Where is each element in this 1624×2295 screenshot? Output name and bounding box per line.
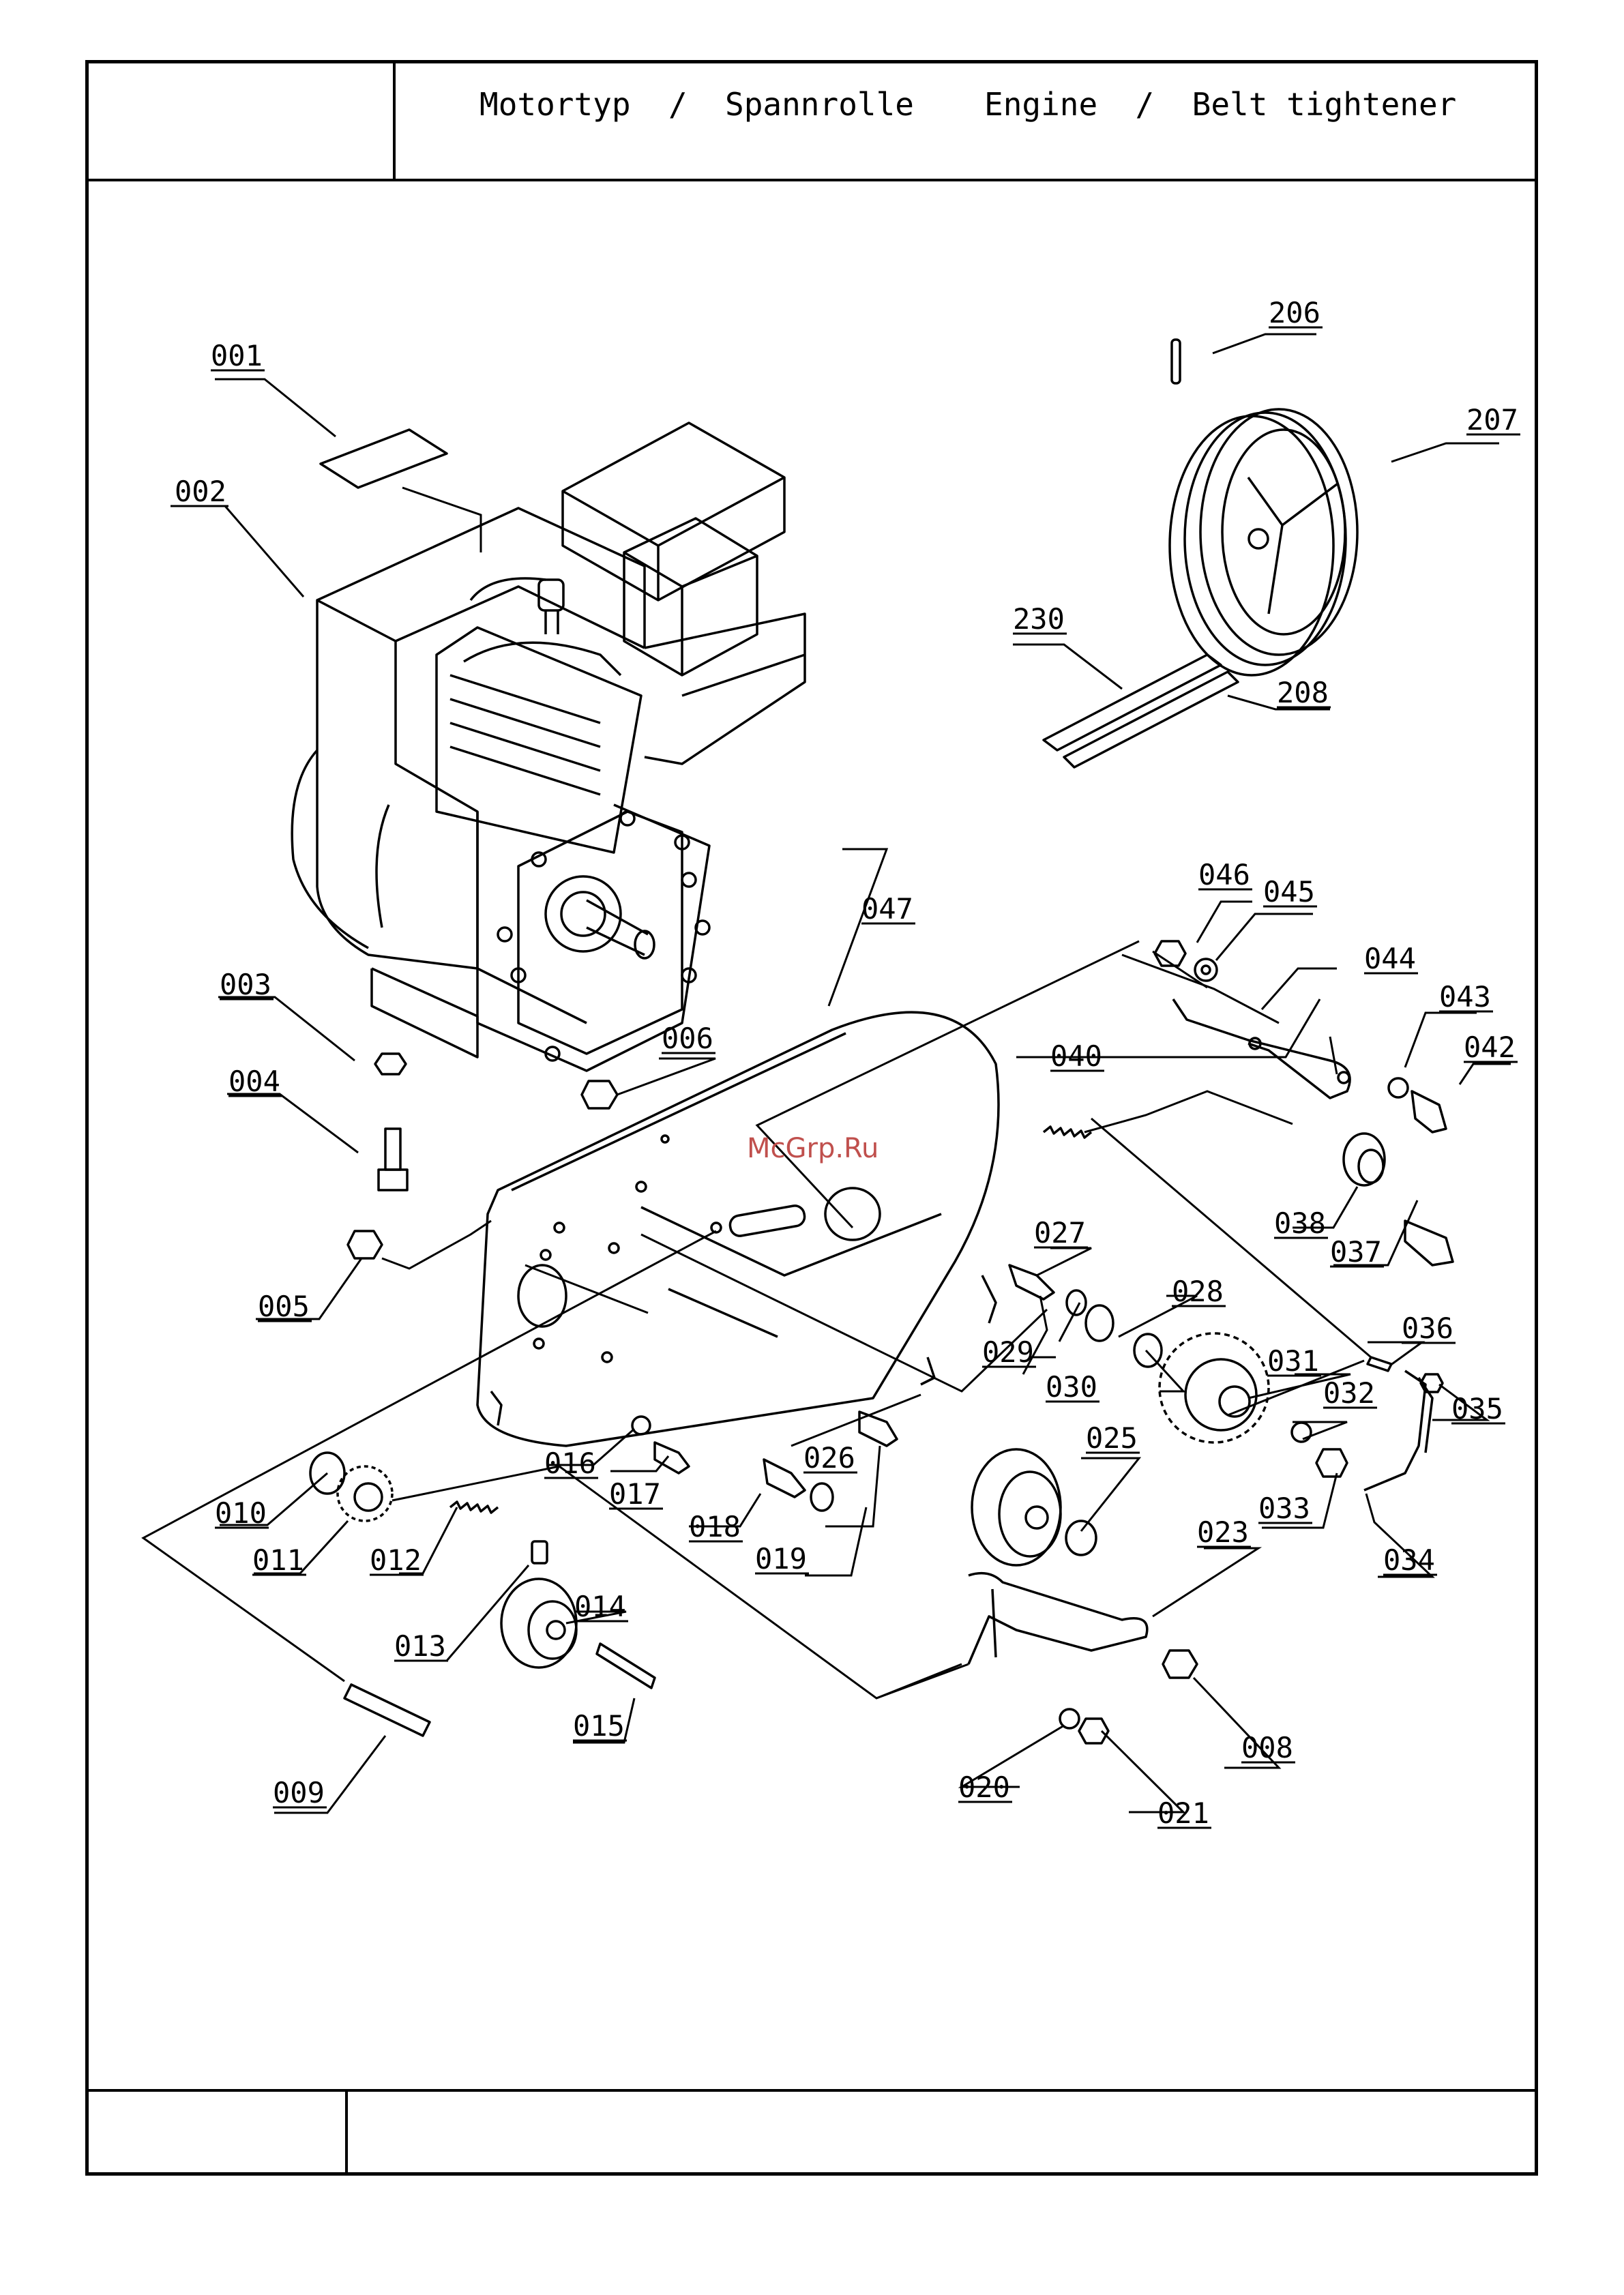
label-027: 027 <box>1034 1216 1086 1249</box>
label-025: 025 <box>1086 1421 1138 1455</box>
label-208: 208 <box>1277 676 1329 709</box>
label-011: 011 <box>252 1543 304 1577</box>
label-026: 026 <box>803 1441 855 1475</box>
label-032: 032 <box>1323 1376 1375 1410</box>
label-015: 015 <box>573 1709 625 1743</box>
label-005: 005 <box>258 1290 310 1323</box>
leader-lines <box>143 379 1511 1813</box>
watermark-text: McGrp.Ru <box>747 1133 879 1164</box>
label-029: 029 <box>982 1335 1034 1369</box>
label-045: 045 <box>1263 875 1315 908</box>
label-002: 002 <box>175 475 226 508</box>
label-230: 230 <box>1013 602 1065 636</box>
label-036: 036 <box>1402 1312 1453 1345</box>
label-047: 047 <box>861 892 913 926</box>
bracket-plate-drawing <box>477 1012 999 1446</box>
label-020: 020 <box>958 1771 1010 1804</box>
label-001: 001 <box>211 339 263 372</box>
label-018: 018 <box>689 1510 741 1543</box>
label-044: 044 <box>1364 942 1416 975</box>
label-underlines <box>175 327 1520 1828</box>
label-014: 014 <box>574 1590 626 1623</box>
engine-drawing <box>292 423 805 1071</box>
label-028: 028 <box>1172 1275 1224 1308</box>
label-031: 031 <box>1267 1344 1319 1378</box>
label-206: 206 <box>1269 296 1320 329</box>
label-037: 037 <box>1330 1235 1382 1269</box>
label-009: 009 <box>273 1776 325 1809</box>
label-046: 046 <box>1198 858 1250 891</box>
label-021: 021 <box>1157 1796 1209 1830</box>
label-012: 012 <box>370 1543 422 1577</box>
label-010: 010 <box>215 1496 267 1530</box>
label-013: 013 <box>394 1629 446 1663</box>
label-004: 004 <box>228 1065 280 1098</box>
label-023: 023 <box>1197 1515 1249 1549</box>
label-008: 008 <box>1241 1731 1293 1764</box>
label-016: 016 <box>544 1447 596 1480</box>
label-043: 043 <box>1439 980 1491 1013</box>
label-040: 040 <box>1050 1039 1102 1073</box>
label-033: 033 <box>1258 1492 1310 1525</box>
label-042: 042 <box>1464 1031 1516 1064</box>
label-030: 030 <box>1046 1370 1097 1404</box>
label-019: 019 <box>755 1542 807 1575</box>
label-207: 207 <box>1466 403 1518 436</box>
pulley-leader-lines <box>1013 334 1499 709</box>
label-003: 003 <box>220 968 271 1001</box>
label-035: 035 <box>1451 1392 1503 1425</box>
label-038: 038 <box>1274 1206 1326 1240</box>
label-034: 034 <box>1383 1543 1435 1577</box>
label-017: 017 <box>609 1477 661 1511</box>
label-006: 006 <box>662 1022 713 1055</box>
decal-plate <box>321 430 447 488</box>
